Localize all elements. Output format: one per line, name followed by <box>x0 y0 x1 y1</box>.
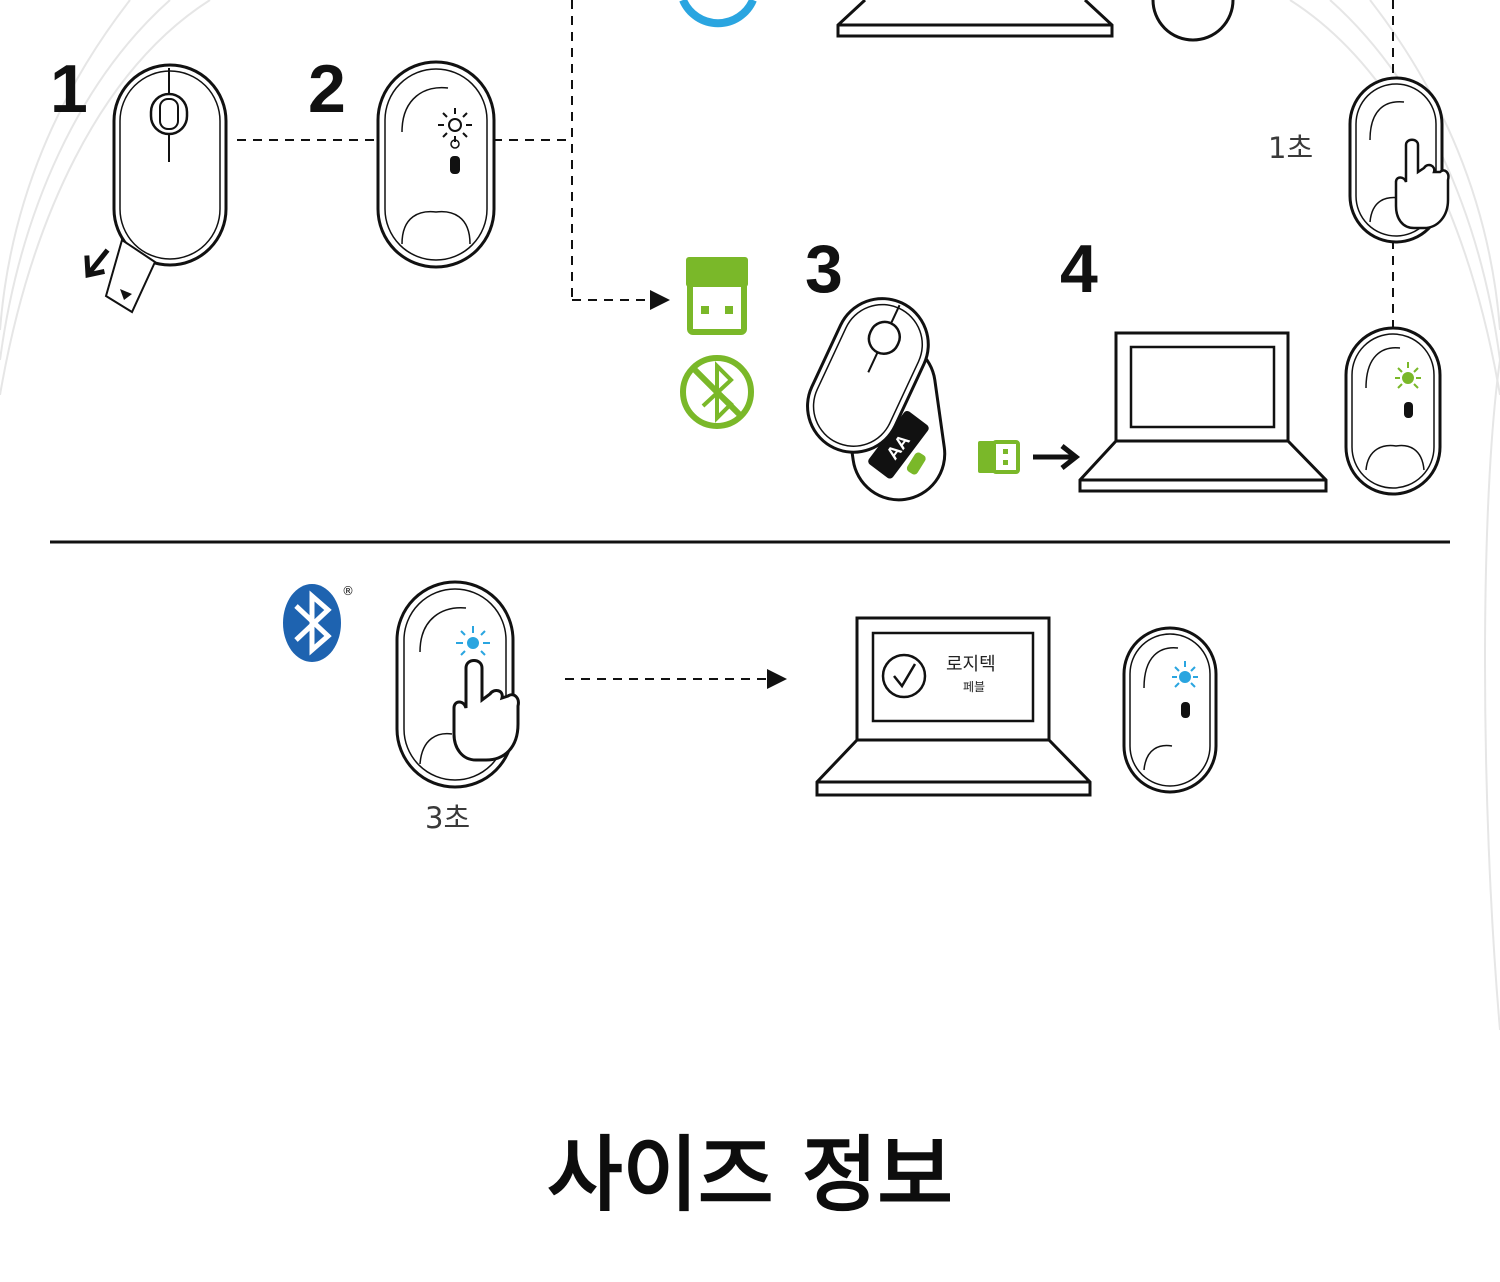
finger-press-icon <box>1394 138 1450 230</box>
mouse-bottom-view-icon <box>376 60 496 269</box>
page-title: 사이즈 정보 <box>547 1128 953 1223</box>
step-number-4: 4 <box>1060 231 1098 307</box>
step-number-3: 3 <box>805 231 843 307</box>
mouse-battery-view-icon: AA <box>806 297 947 502</box>
checkmark-icon <box>881 653 927 699</box>
laptop-icon <box>1078 331 1328 493</box>
mouse-top-view-icon <box>112 63 228 267</box>
screen-model-text: 페블 <box>963 680 986 694</box>
step-number-1: 1 <box>50 51 88 127</box>
top-mouse-icon <box>1151 0 1235 42</box>
pairing-laptop-icon <box>815 616 1092 797</box>
top-blue-circle-icon <box>679 0 757 28</box>
bluetooth-crossed-icon <box>680 355 754 429</box>
green-light-icon <box>1395 362 1421 389</box>
light-blink-icon <box>438 108 472 142</box>
bluetooth-logo-icon <box>283 584 341 662</box>
dashed-connectors <box>237 0 1394 689</box>
registered-mark: ® <box>342 584 354 598</box>
usb-receiver-icon <box>686 257 748 335</box>
insert-arrow-icon <box>1033 444 1081 470</box>
blue-light-small-icon <box>1172 661 1198 688</box>
power-symbol-icon <box>450 139 460 149</box>
finger-hold-icon <box>452 659 520 762</box>
hold-3-seconds-label: 3초 <box>425 801 471 835</box>
pull-arrow-icon <box>84 248 110 279</box>
mouse-paired-icon <box>1122 626 1218 794</box>
mouse-connected-icon <box>1344 326 1442 496</box>
receiver-small-icon <box>978 440 1020 474</box>
battery-tab-icon <box>104 238 157 314</box>
blue-light-icon <box>456 626 490 656</box>
step-number-2: 2 <box>308 51 346 127</box>
screen-brand-text: 로지텍 <box>946 654 996 675</box>
top-laptop-base-icon <box>836 0 1114 38</box>
hold-1-second-label: 1초 <box>1268 131 1314 165</box>
